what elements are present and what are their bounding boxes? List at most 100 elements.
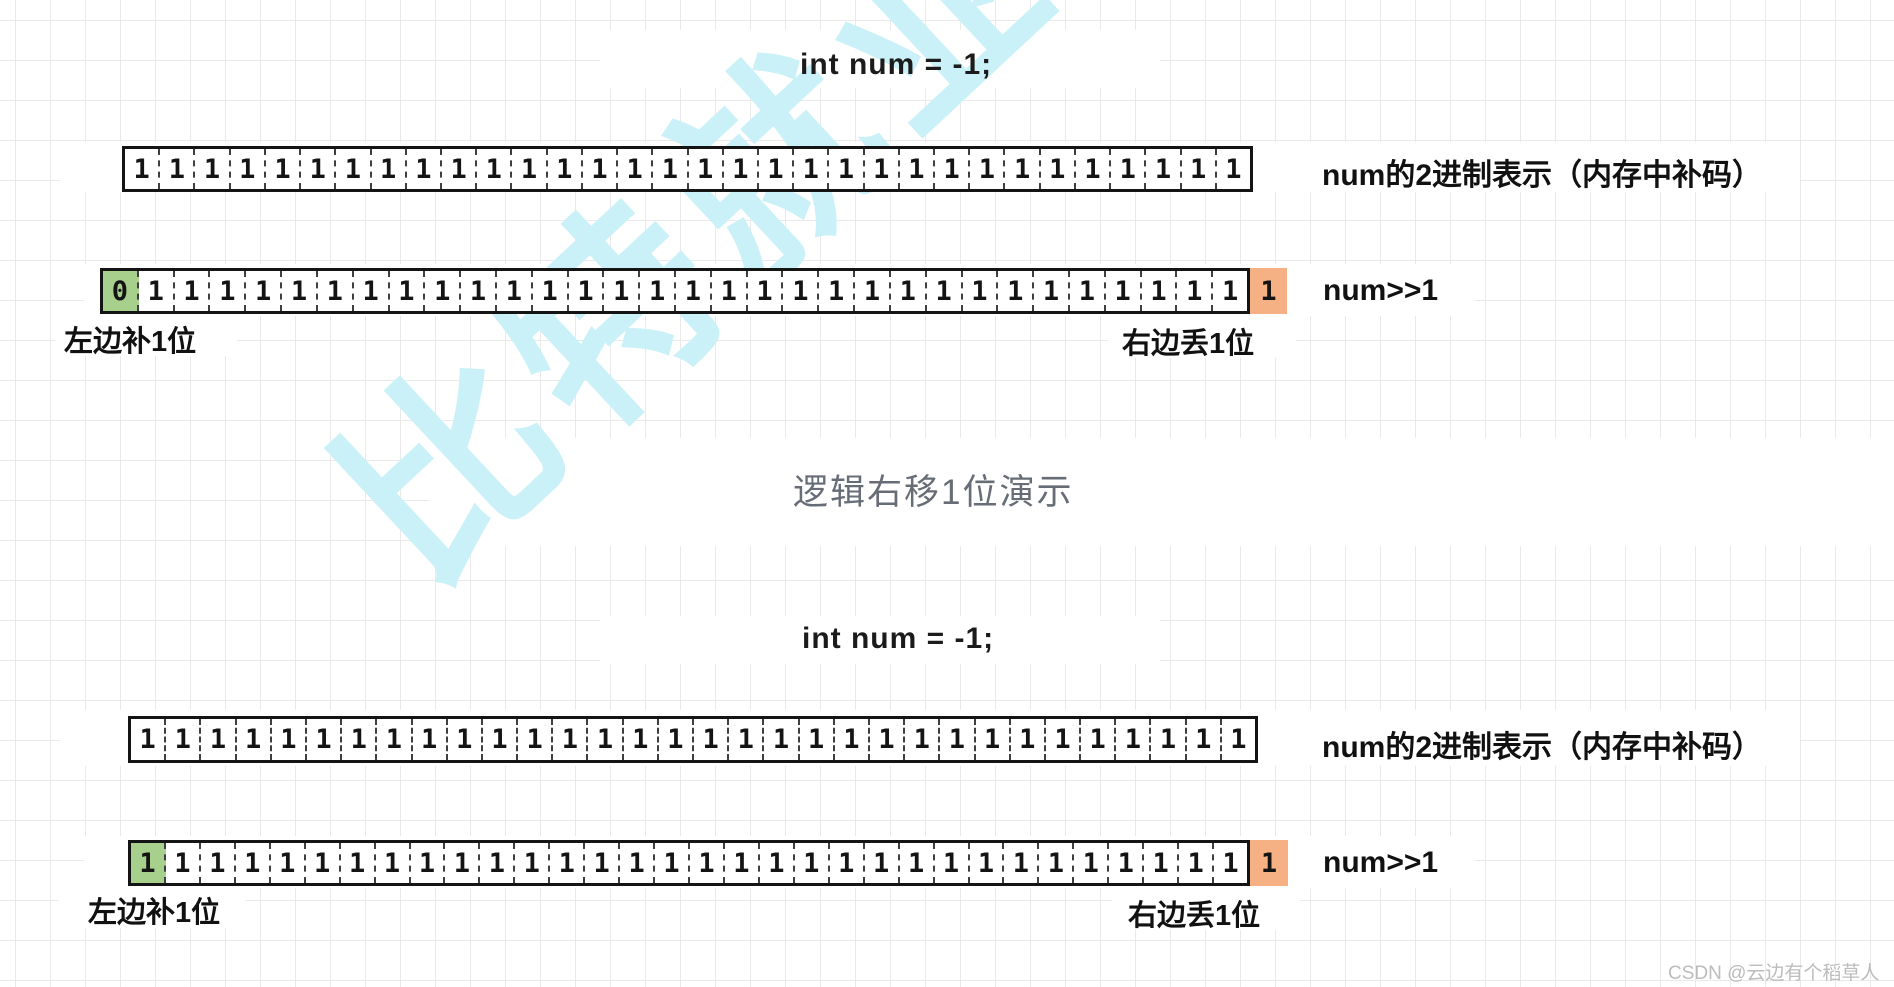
bit-cell: 1 xyxy=(1181,149,1217,189)
bit-cell: 1 xyxy=(342,719,378,760)
bit-cell: 1 xyxy=(336,149,372,189)
bit-cell: 1 xyxy=(518,719,554,760)
bit-cell: 1 xyxy=(899,843,935,883)
bit-cell: 1 xyxy=(496,271,533,311)
bit-cell: 1 xyxy=(461,271,497,311)
bit-cell: 1 xyxy=(729,719,765,760)
bit-cell: 1 xyxy=(1214,843,1247,883)
bit-cell: 1 xyxy=(653,149,689,189)
bit-cell: 1 xyxy=(270,843,306,883)
bit-cell: 1 xyxy=(1146,149,1182,189)
bit-cell: 1 xyxy=(441,149,478,189)
bit-cell: 1 xyxy=(799,719,835,760)
bit-cell: 1 xyxy=(694,719,730,760)
bit-cell: 1 xyxy=(200,843,236,883)
bit-cell: 1 xyxy=(165,843,201,883)
bit-cell: 1 xyxy=(764,719,800,760)
bit-cell: 1 xyxy=(1186,719,1222,760)
bit-cell: 1 xyxy=(794,843,830,883)
bit-cell: 1 xyxy=(759,843,795,883)
bit-cell: 1 xyxy=(160,149,196,189)
bit-cell: 1 xyxy=(1075,149,1112,189)
bit-cell: 1 xyxy=(236,719,272,760)
bit-cell: 1 xyxy=(620,843,656,883)
bit-cell: 1 xyxy=(480,843,516,883)
bit-cell: 1 xyxy=(864,149,900,189)
bit-cell: 1 xyxy=(553,719,589,760)
diagram-caption: 逻辑右移1位演示 xyxy=(793,473,1074,512)
bit-cell: 1 xyxy=(834,719,870,760)
bit-cell: 1 xyxy=(340,843,376,883)
bit-cell: 1 xyxy=(377,719,413,760)
bit-cell: 1 xyxy=(389,271,426,311)
bit-cell: 1 xyxy=(371,149,407,189)
bit-cell: 1 xyxy=(676,271,712,311)
bit-cell: 1 xyxy=(794,149,830,189)
bit-cell: 1 xyxy=(655,843,690,883)
bit-cell: 1 xyxy=(271,719,307,760)
bit-cell: 1 xyxy=(588,719,624,760)
bit-cell: 1 xyxy=(317,271,354,311)
bit-cell: 1 xyxy=(829,843,865,883)
bit-cell: 1 xyxy=(515,843,551,883)
bit-cell: 1 xyxy=(166,719,202,760)
bit-cell: 1 xyxy=(1216,149,1250,189)
white-band xyxy=(55,316,237,356)
bit-cell: 1 xyxy=(604,271,641,311)
bit-cell: 1 xyxy=(1111,149,1147,189)
bit-cell: 1 xyxy=(934,843,970,883)
bit-cell: 1 xyxy=(783,271,820,311)
bit-cell: 1 xyxy=(864,843,900,883)
bit-cell: 1 xyxy=(1069,271,1106,311)
bit-cell: 1 xyxy=(905,719,941,760)
bit-cell: 1 xyxy=(688,149,724,189)
bit-cell: 1 xyxy=(869,719,906,760)
bit-cell: 1 xyxy=(1010,719,1046,760)
bit-cell: 1 xyxy=(582,149,619,189)
bit-cell: 1 xyxy=(512,149,548,189)
bit-cell: 1 xyxy=(855,271,891,311)
bit-cell: 1 xyxy=(723,149,759,189)
shift-row-label-logical: num>>1 xyxy=(1323,274,1439,307)
bit-cell: 1 xyxy=(899,149,936,189)
white-band xyxy=(430,438,1894,546)
white-band xyxy=(58,886,246,928)
bit-cell: 1 xyxy=(1005,149,1041,189)
bit-cell: 1 xyxy=(1151,719,1187,760)
bit-cell: 1 xyxy=(412,719,448,760)
bit-cell: 1 xyxy=(940,719,976,760)
bit-cell: 1 xyxy=(246,271,283,311)
bit-cell: 1 xyxy=(1221,719,1255,760)
bit-cell: 1 xyxy=(998,271,1035,311)
bit-cell: 1 xyxy=(962,271,999,311)
bit-cell: 1 xyxy=(210,271,247,311)
bit-cell: 1 xyxy=(568,271,605,311)
bit-cell: 1 xyxy=(174,271,211,311)
bit-cell: 1 xyxy=(758,149,795,189)
bit-cell: 1 xyxy=(1177,271,1214,311)
bit-cell: 1 xyxy=(585,843,621,883)
left-note-logical: 左边补1位 xyxy=(64,326,197,358)
bit-cell: 1 xyxy=(425,271,462,311)
bit-cell: 1 xyxy=(1034,271,1070,311)
bit-cell: 1 xyxy=(282,271,318,311)
white-band xyxy=(600,30,1160,88)
bit-cell: 1 xyxy=(1213,271,1247,311)
bit-cell: 1 xyxy=(969,843,1005,883)
new-bit-cell: 1 xyxy=(131,843,166,883)
bit-cell: 1 xyxy=(547,149,583,189)
bit-cell: 1 xyxy=(658,719,694,760)
bit-cell: 1 xyxy=(235,843,271,883)
bit-cell: 1 xyxy=(1141,271,1178,311)
code-title-arithmetic: int num = -1; xyxy=(802,622,995,655)
white-band xyxy=(1108,316,1296,358)
csdn-watermark: CSDN @云边有个稻草人 xyxy=(1668,963,1880,984)
bit-cell: 1 xyxy=(477,149,513,189)
new-bit-cell: 0 xyxy=(103,271,139,311)
bit-cell: 1 xyxy=(747,271,784,311)
bit-cell: 1 xyxy=(550,843,586,883)
